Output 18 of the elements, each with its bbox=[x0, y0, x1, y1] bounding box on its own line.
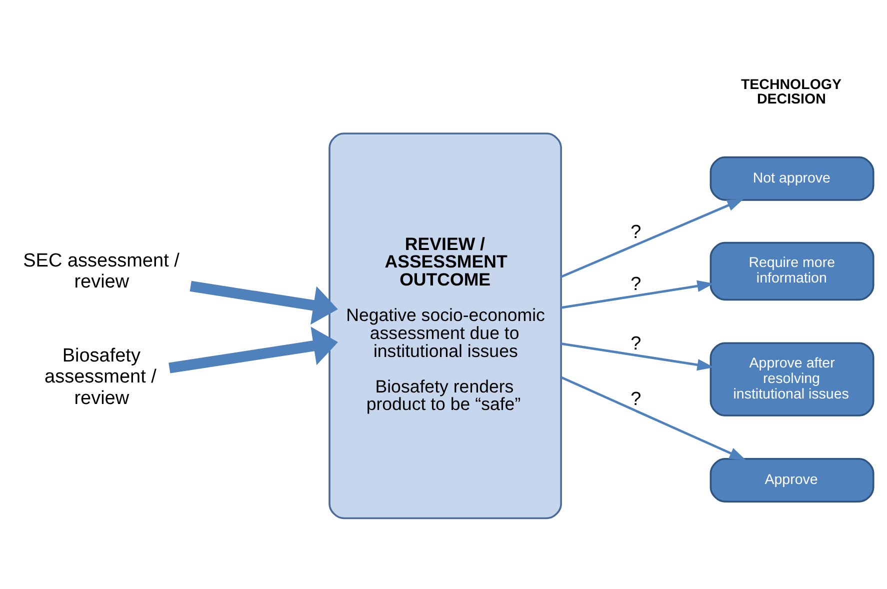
arrow bbox=[560, 198, 744, 278]
arrow bbox=[560, 342, 714, 370]
node-box: Approve bbox=[710, 457, 874, 502]
node-box: Require more information bbox=[710, 241, 874, 300]
node-text: Biosafety assessment / review bbox=[44, 344, 156, 409]
arrow bbox=[560, 280, 714, 308]
edge-label: ? bbox=[630, 388, 642, 410]
arrow bbox=[560, 376, 746, 460]
arrow bbox=[190, 280, 338, 324]
edge-label: ? bbox=[630, 221, 642, 242]
node-box: Not approve bbox=[710, 156, 874, 200]
edge-label: ? bbox=[630, 274, 642, 295]
edge-label: ? bbox=[630, 332, 642, 354]
node-text: SEC assessment / review bbox=[23, 250, 180, 292]
arrow bbox=[168, 326, 338, 373]
label: TECHNOLOGY DECISION bbox=[740, 76, 842, 107]
node-box: Approve after resolving institutional issues bbox=[710, 342, 874, 416]
node-box: REVIEW / ASSESSMENT OUTCOME Negative socio-economic assessment due to institutional issues Biosafety renders product to be “safe” bbox=[328, 132, 562, 519]
